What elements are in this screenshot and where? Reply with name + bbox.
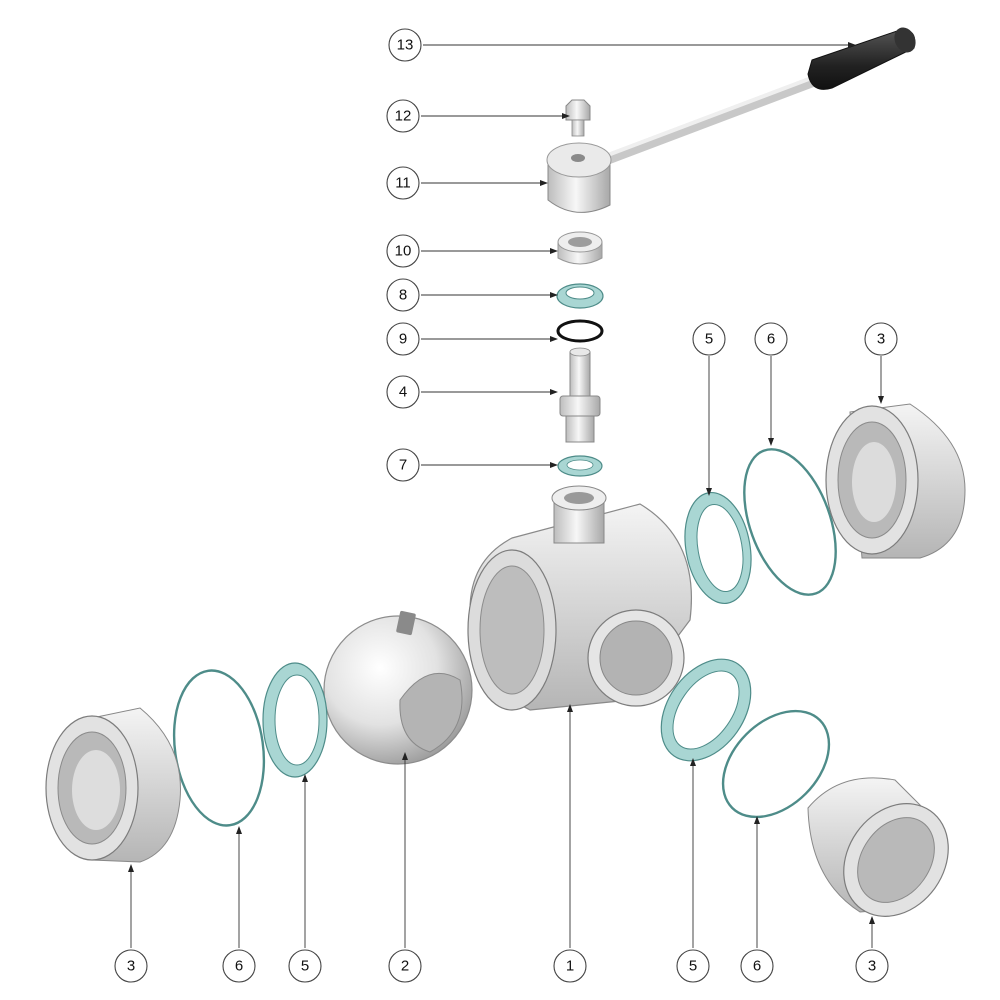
callout-3-right-upper: 3 [864,322,898,356]
handle-hub-part [546,142,612,213]
callout-1: 1 [553,949,587,983]
callout-3-left: 3 [114,949,148,983]
callout-6-right-lower: 6 [740,949,774,983]
callout-3-right-lower: 3 [855,949,889,983]
o-ring-right-lower-part [721,709,831,819]
svg-text:10: 10 [395,243,412,260]
seat-left-part [262,662,328,778]
svg-text:1: 1 [566,958,574,975]
svg-text:6: 6 [235,958,243,975]
seat-right-lower-part [660,658,752,762]
callout-6-left: 6 [222,949,256,983]
svg-text:6: 6 [767,331,775,348]
callout-10: 10 [386,234,420,268]
svg-text:9: 9 [399,331,407,348]
svg-text:3: 3 [868,958,876,975]
stem-part [559,347,601,443]
callout-5-left: 5 [288,949,322,983]
svg-text:5: 5 [705,331,713,348]
svg-text:13: 13 [397,37,414,54]
stem-washer-part [557,455,603,477]
callout-11: 11 [386,166,420,200]
svg-text:11: 11 [395,175,411,192]
handle-lever-part [594,27,916,168]
handle-grip [807,27,916,90]
callout-6-right-upper: 6 [754,322,788,356]
svg-text:12: 12 [395,108,412,125]
end-connector-right-upper-part [825,403,966,559]
callout-bubbles: 13 12 11 10 8 9 4 7 5 6 3 3 6 5 2 1 5 6 … [114,28,898,983]
end-connector-left-part [45,707,181,863]
callout-8: 8 [386,278,420,312]
svg-text:5: 5 [301,958,309,975]
callout-5-right-lower: 5 [676,949,710,983]
svg-text:4: 4 [399,384,407,401]
o-ring-left-part [172,669,266,827]
stem-o-ring-part [556,319,604,343]
callout-7: 7 [386,448,420,482]
svg-text:7: 7 [399,457,407,474]
hex-bolt-part [565,99,591,137]
callout-2: 2 [388,949,422,983]
callout-12: 12 [386,99,420,133]
callout-5-right-upper: 5 [692,322,726,356]
svg-text:8: 8 [399,287,407,304]
svg-text:5: 5 [689,958,697,975]
end-connector-right-lower-part [807,777,949,917]
o-ring-right-upper-part [743,448,837,596]
svg-text:2: 2 [401,958,409,975]
ball-part [323,610,473,765]
callout-4: 4 [386,375,420,409]
svg-text:3: 3 [127,958,135,975]
leader-lines [128,42,884,948]
callout-9: 9 [386,322,420,356]
svg-text:3: 3 [877,331,885,348]
valve-body-part [467,485,692,711]
seat-right-upper-part [684,491,752,605]
stem-nut-part [557,231,603,265]
svg-text:6: 6 [753,958,761,975]
callout-13: 13 [388,28,422,62]
stem-packing-part [556,283,604,309]
parts-layer [45,27,966,917]
